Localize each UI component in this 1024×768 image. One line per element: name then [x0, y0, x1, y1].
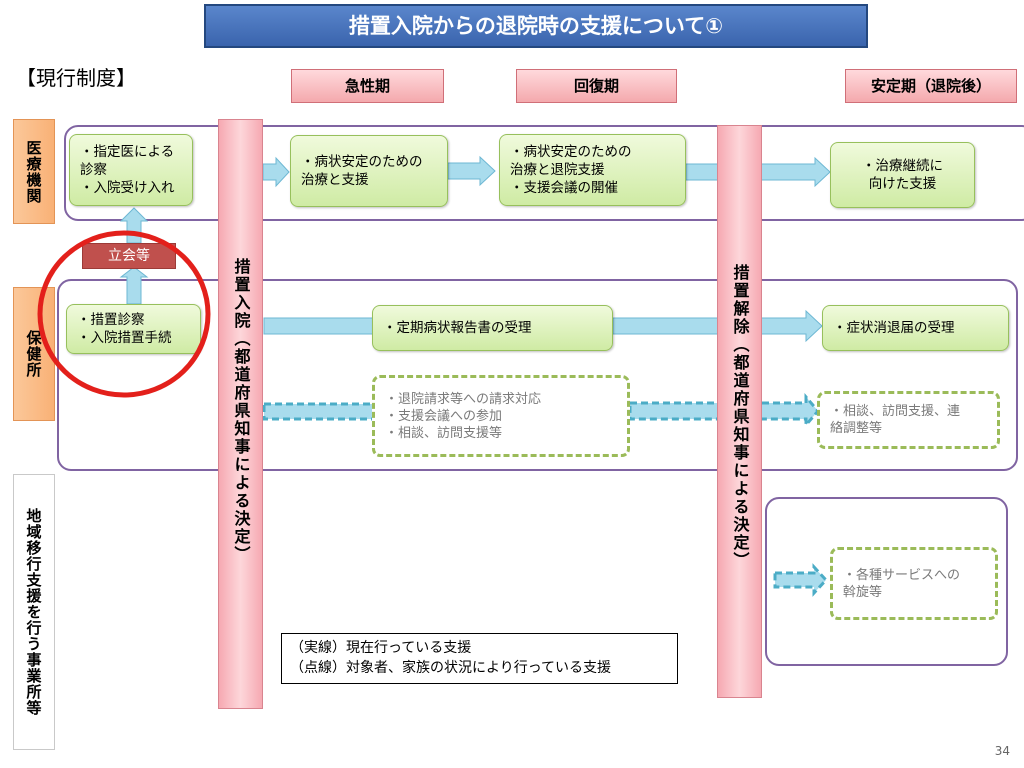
arrow-up-lower	[119, 266, 149, 305]
box-symptom-notice: ・症状消退届の受理	[822, 305, 1009, 351]
phase-stable: 安定期（退院後）	[845, 69, 1017, 103]
box-line: 斡旋等	[843, 584, 883, 600]
pillar-release-label: 措置解除（都道府県知事による決定）	[730, 264, 750, 570]
page-number: 34	[994, 744, 1010, 758]
box-line: ・措置診察	[77, 312, 145, 328]
box-line: 治療と支援	[301, 172, 369, 188]
box-line: ・支援会議の開催	[510, 180, 618, 196]
box-line: ・退院請求等への請求対応	[385, 391, 542, 407]
pillar-admission-decision: 措置入院（都道府県知事による決定）	[218, 119, 263, 709]
box-line: ・相談、訪問支援等	[385, 425, 503, 441]
box-line: ・病状安定のための	[510, 144, 632, 160]
box-line: ・相談、訪問支援、連	[830, 404, 961, 419]
org-community: 地域移行支援を行う事業所等	[13, 474, 55, 750]
region-medical	[64, 125, 1024, 221]
box-line: ・支援会議への参加	[385, 408, 503, 424]
box-line: 絡調整等	[830, 421, 883, 436]
dashed-arrow-community	[773, 563, 829, 597]
box-service-mediation: ・各種サービスへの 斡旋等	[830, 547, 998, 620]
org-medical-label: 医療機関	[24, 139, 43, 204]
box-line: 診察	[80, 162, 107, 178]
box-line: ・入院措置手続	[77, 330, 172, 346]
box-recovery-care: ・病状安定のための 治療と退院支援 ・支援会議の開催	[499, 134, 686, 206]
box-line: ・病状安定のための	[301, 154, 423, 170]
dashed-bar-left	[262, 402, 376, 421]
org-community-label: 地域移行支援を行う事業所等	[24, 508, 43, 716]
box-admission-procedure: ・措置診察 ・入院措置手続	[66, 304, 201, 354]
org-health-center: 保健所	[13, 287, 55, 421]
box-consultation: ・相談、訪問支援、連 絡調整等	[817, 391, 1000, 449]
current-system-label: 【現行制度】	[16, 66, 136, 90]
org-medical: 医療機関	[13, 119, 55, 224]
box-acute-care: ・病状安定のための 治療と支援	[290, 135, 448, 207]
arrow-medical-2	[447, 155, 496, 187]
highlight-circle	[37, 230, 211, 398]
pillar-admission-label: 措置入院（都道府県知事による決定）	[231, 258, 251, 564]
attendance-label: 立会等	[82, 243, 176, 269]
box-periodic-report: ・定期病状報告書の受理	[372, 305, 613, 351]
box-line: ・定期病状報告書の受理	[383, 320, 532, 336]
box-line: 向けた支援	[868, 176, 937, 192]
legend-box: （実線）現在行っている支援 （点線）対象者、家族の状況により行っている支援	[281, 633, 678, 684]
phase-acute: 急性期	[291, 69, 444, 103]
box-line: ・指定医による	[80, 144, 175, 160]
box-line: ・症状消退届の受理	[833, 320, 955, 336]
region-health-center	[57, 279, 1018, 471]
arrow-medical-1	[262, 156, 290, 188]
phase-recovery: 回復期	[516, 69, 677, 103]
pillar-release-decision: 措置解除（都道府県知事による決定）	[717, 125, 762, 698]
box-stable-care: ・治療継続に 向けた支援	[830, 142, 975, 208]
box-line: 治療と退院支援	[510, 162, 605, 178]
slide-title: 措置入院からの退院時の支援について①	[204, 4, 868, 48]
box-discharge-support: ・退院請求等への請求対応 ・支援会議への参加 ・相談、訪問支援等	[372, 375, 630, 457]
region-community	[765, 497, 1008, 666]
box-line: ・入院受け入れ	[80, 180, 175, 196]
box-designated-doctor: ・指定医による 診察 ・入院受け入れ	[69, 134, 193, 206]
box-line: ・各種サービスへの	[843, 567, 961, 583]
org-health-center-label: 保健所	[24, 330, 43, 378]
box-line: ・治療継続に	[862, 158, 943, 174]
legend-dashed: （点線）対象者、家族の状況により行っている支援	[290, 660, 612, 676]
legend-solid: （実線）現在行っている支援	[290, 640, 472, 656]
